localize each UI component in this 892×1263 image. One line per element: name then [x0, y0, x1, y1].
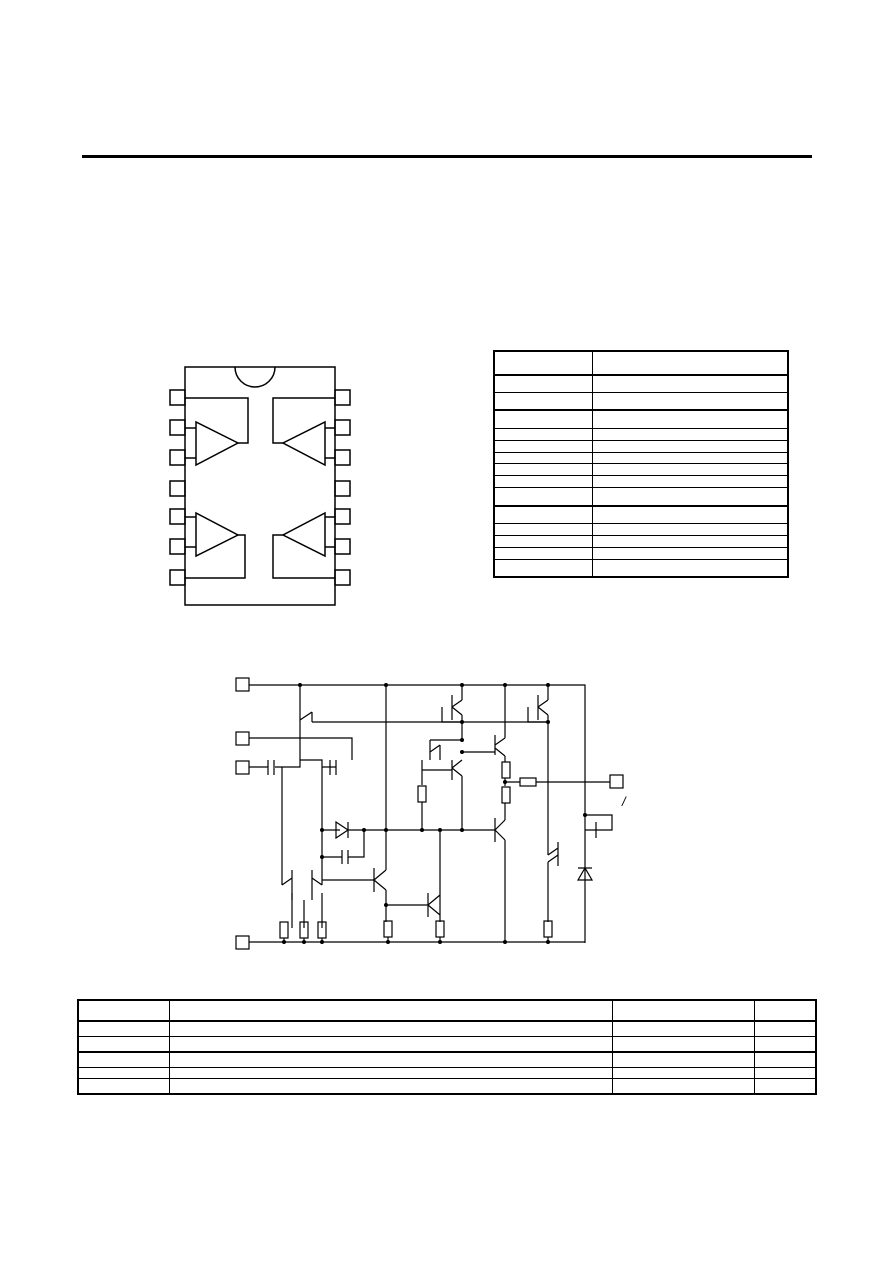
output-annotation: / [622, 794, 626, 809]
pin-13 [334, 419, 351, 436]
pin-10 [334, 508, 351, 525]
pin-14 [334, 389, 351, 406]
pin-description-table [493, 350, 789, 578]
pin-7 [169, 569, 186, 586]
terminal-gnd [235, 935, 250, 950]
pin1-notch [234, 366, 276, 388]
pin-diagram [169, 366, 351, 606]
pin-2 [169, 419, 186, 436]
terminal-in-plus [235, 760, 250, 775]
pin-8 [334, 569, 351, 586]
terminal-output [609, 774, 624, 789]
opamp-b-symbol [195, 511, 240, 558]
terminal-vcc [235, 677, 250, 692]
header-rule [82, 155, 812, 158]
pin-12 [334, 449, 351, 466]
terminal-in-minus [235, 731, 250, 746]
pin-6 [169, 538, 186, 555]
pin-11 [334, 480, 351, 497]
opamp-c-symbol [281, 420, 326, 467]
absolute-ratings-table [77, 999, 817, 1095]
pin-5 [169, 508, 186, 525]
pin-1 [169, 389, 186, 406]
pin-4 [169, 480, 186, 497]
opamp-d-symbol [281, 511, 326, 558]
equivalent-schematic [235, 677, 624, 950]
opamp-a-symbol [195, 420, 240, 467]
pin-9 [334, 538, 351, 555]
ic-package-body [184, 366, 336, 606]
pin-3 [169, 449, 186, 466]
